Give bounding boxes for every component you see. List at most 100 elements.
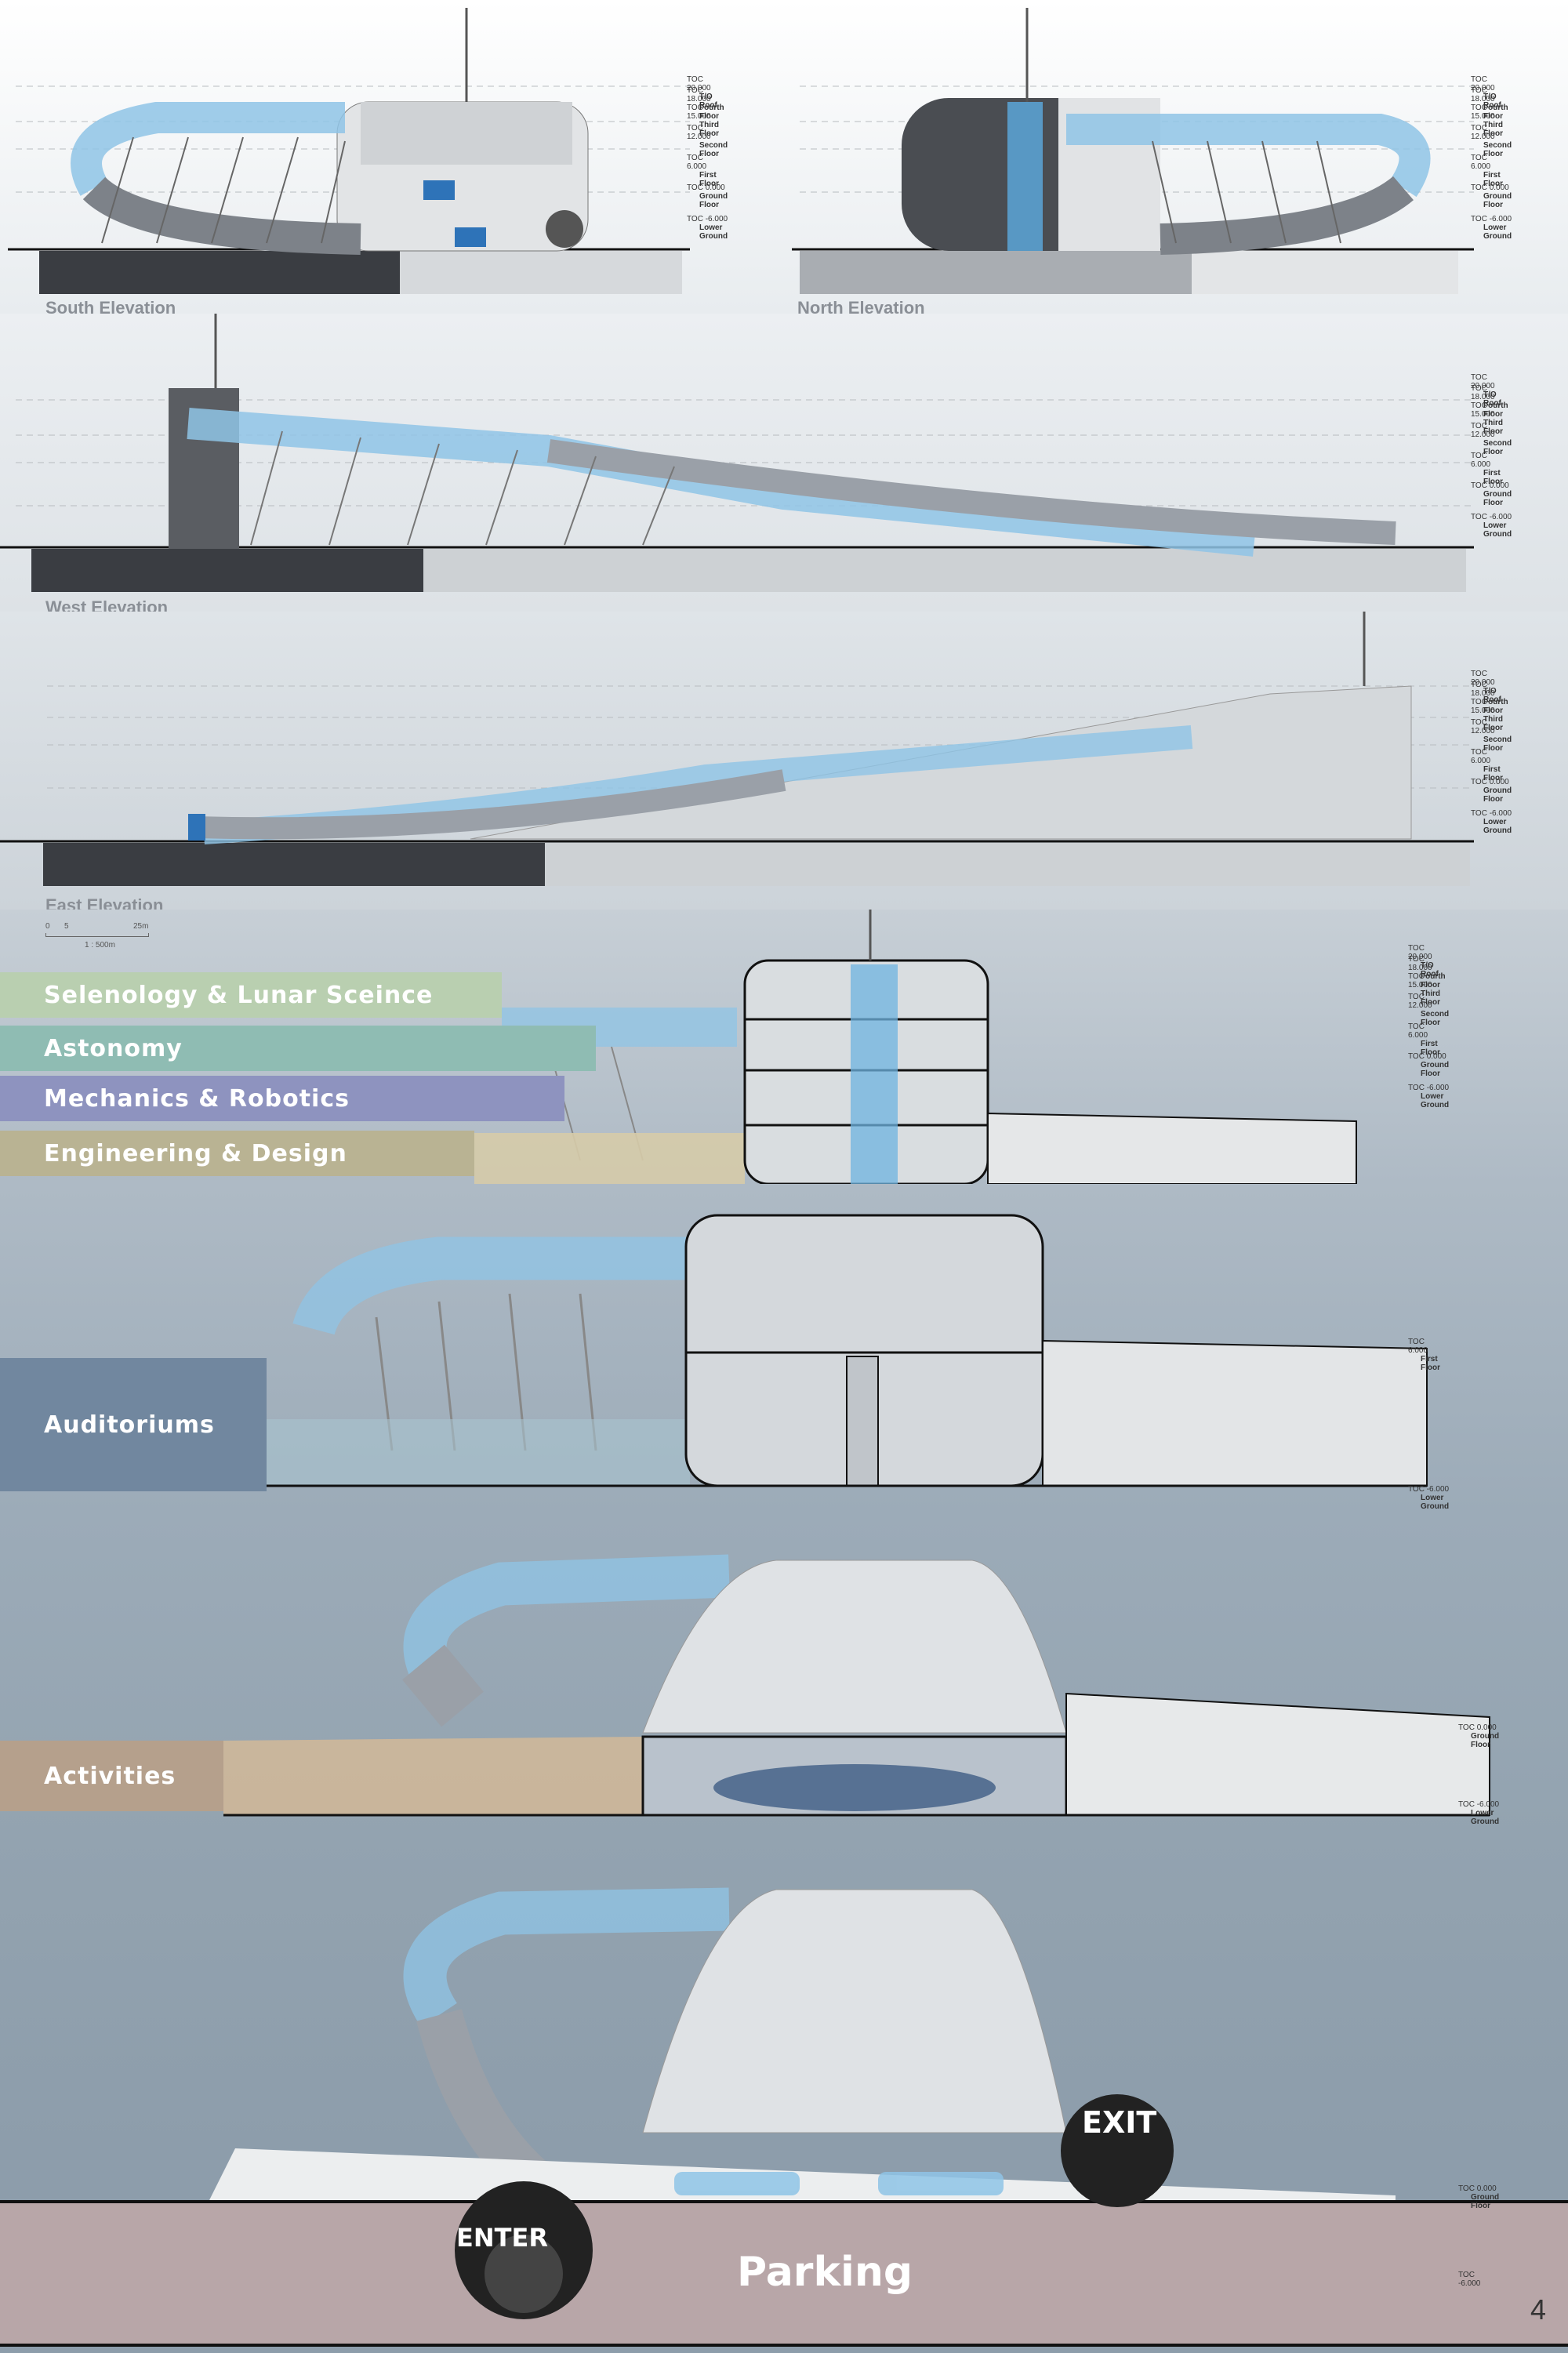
level-toc-value: TOC 18.000 xyxy=(1471,384,1495,401)
level-name: Ground Floor xyxy=(1421,1061,1450,1078)
level-toc-value: TOC 6.000 xyxy=(1471,154,1491,171)
south-north-drawing xyxy=(8,8,1474,294)
level-toc-value: TOC -6.000 xyxy=(687,215,728,223)
level-toc-value: TOC 20.000 xyxy=(1471,373,1495,390)
program-label: Mechanics & Robotics xyxy=(44,1084,350,1113)
level-toc-value: TOC 0.000 xyxy=(1458,1723,1497,1732)
north-elevation-drawing xyxy=(792,8,1474,294)
scale-tick-0: 0 xyxy=(45,922,50,931)
level-name: T/O Roof xyxy=(699,93,717,110)
level-name: Third Floor xyxy=(1483,419,1503,436)
level-name: Third Floor xyxy=(1483,715,1503,732)
level-name: Lower Ground xyxy=(1483,521,1512,539)
level-toc-value: TOC -6.000 xyxy=(1408,1485,1450,1494)
program-band-selenology: Selenology & Lunar Sceince xyxy=(0,972,502,1018)
level-name: First Floor xyxy=(1421,1040,1440,1057)
level-name: First Floor xyxy=(1483,171,1503,188)
level-name: T/O Roof xyxy=(1483,687,1501,704)
level-name: Fourth Floor xyxy=(1483,401,1508,419)
program-label: Auditoriums xyxy=(44,1411,215,1439)
program-band-mechanics: Mechanics & Robotics xyxy=(0,1076,564,1121)
scale-line xyxy=(45,933,149,937)
activities-drawing xyxy=(223,1554,1490,1817)
program-band-auditoriums: Auditoriums xyxy=(0,1358,267,1491)
level-name: Second Floor xyxy=(1483,735,1512,753)
level-toc-value: TOC 15.000 xyxy=(687,103,711,121)
level-toc-value: TOC -6.000 xyxy=(1458,2271,1481,2288)
level-name: Ground Floor xyxy=(1471,2193,1500,2210)
program-label: Astonomy xyxy=(44,1034,183,1062)
level-toc-value: TOC 12.000 xyxy=(687,124,711,141)
level-toc-value: TOC 15.000 xyxy=(1471,401,1495,419)
level-toc-value: TOC 20.000 xyxy=(1471,670,1495,687)
level-toc-value: TOC 15.000 xyxy=(1408,972,1432,989)
level-name: Ground Floor xyxy=(699,192,728,209)
level-toc-value: TOC 6.000 xyxy=(1471,748,1491,765)
level-name: Lower Ground xyxy=(1483,223,1512,241)
scale-ratio: 1 : 500m xyxy=(85,941,115,950)
level-toc-value: TOC 15.000 xyxy=(1471,698,1495,715)
level-toc-value: TOC 0.000 xyxy=(1471,481,1509,490)
level-toc-value: TOC 18.000 xyxy=(1408,955,1432,972)
level-toc-value: TOC 12.000 xyxy=(1471,422,1495,439)
level-toc-value: TOC 12.000 xyxy=(1471,718,1495,735)
level-toc-value: TOC 6.000 xyxy=(1408,1338,1428,1355)
program-band-astronomy: Astonomy xyxy=(0,1026,596,1071)
parking-label: Parking xyxy=(737,2249,913,2296)
level-marker: TOC -6.000 xyxy=(1458,2271,1480,2288)
level-name: Lower Ground xyxy=(699,223,728,241)
level-name: Lower Ground xyxy=(1421,1494,1450,1511)
level-toc-value: TOC 0.000 xyxy=(1408,1052,1446,1061)
level-name: First Floor xyxy=(1421,1355,1440,1372)
level-toc-value: TOC 0.000 xyxy=(1458,2184,1497,2193)
level-name: Third Floor xyxy=(1421,989,1440,1007)
page-number: 4 xyxy=(1530,2293,1546,2326)
level-name: Ground Floor xyxy=(1471,1732,1500,1749)
elevations-south-north: South Elevation North Elevation TOC 20.0… xyxy=(0,0,1568,318)
level-toc-value: TOC 0.000 xyxy=(1471,183,1509,192)
level-name: T/O Roof xyxy=(1421,961,1439,979)
west-elevation-drawing xyxy=(0,314,1474,592)
level-name: Second Floor xyxy=(1483,439,1512,456)
level-toc-value: TOC 12.000 xyxy=(1408,993,1432,1010)
level-toc-value: TOC 20.000 xyxy=(1408,944,1432,961)
level-name: Lower Ground xyxy=(1471,1809,1500,1826)
level-toc-value: TOC 12.000 xyxy=(1471,124,1495,141)
level-toc-value: TOC 18.000 xyxy=(1471,681,1495,698)
level-toc-value: TOC 0.000 xyxy=(1471,778,1509,786)
level-name: Lower Ground xyxy=(1421,1092,1450,1109)
program-section-drawing xyxy=(474,910,1357,1184)
level-toc-value: TOC 6.000 xyxy=(687,154,707,171)
exit-label: EXIT xyxy=(1082,2105,1157,2140)
